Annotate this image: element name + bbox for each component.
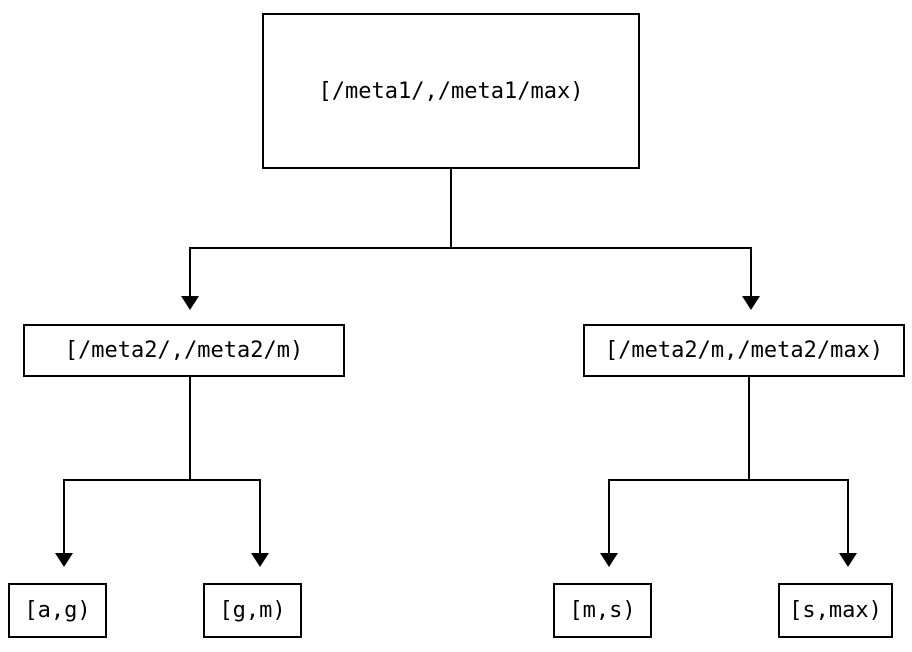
node-leaf-gm-label: [g,m) (219, 598, 286, 623)
connector-meta2-right-stem (748, 377, 750, 481)
node-root-label: [/meta1/,/meta1/max) (318, 78, 584, 104)
node-leaf-gm: [g,m) (203, 583, 302, 638)
node-root: [/meta1/,/meta1/max) (262, 13, 640, 169)
node-leaf-ms-label: [m,s) (569, 598, 636, 623)
connector-drop-leaf-ms (608, 479, 610, 553)
connector-meta2-right-crossbar (608, 479, 849, 481)
node-leaf-smax: [s,max) (778, 583, 893, 638)
connector-drop-leaf-smax (847, 479, 849, 553)
connector-root-stem (450, 169, 452, 248)
arrow-down-icon (742, 296, 760, 310)
connector-drop-meta2-left (189, 247, 191, 296)
connector-meta2-left-stem (189, 377, 191, 481)
connector-drop-leaf-gm (259, 479, 261, 553)
connector-drop-leaf-ag (63, 479, 65, 553)
connector-drop-meta2-right (750, 247, 752, 296)
connector-meta2-left-crossbar (63, 479, 261, 481)
node-leaf-ms: [m,s) (553, 583, 652, 638)
node-meta2-right: [/meta2/m,/meta2/max) (583, 324, 905, 377)
arrow-down-icon (55, 553, 73, 567)
node-leaf-smax-label: [s,max) (789, 598, 882, 623)
arrow-down-icon (600, 553, 618, 567)
arrow-down-icon (251, 553, 269, 567)
arrow-down-icon (181, 296, 199, 310)
connector-root-crossbar (189, 247, 752, 249)
node-meta2-left: [/meta2/,/meta2/m) (23, 324, 345, 377)
node-leaf-ag: [a,g) (8, 583, 107, 638)
node-meta2-left-label: [/meta2/,/meta2/m) (64, 338, 304, 363)
arrow-down-icon (839, 553, 857, 567)
node-leaf-ag-label: [a,g) (24, 598, 91, 623)
node-meta2-right-label: [/meta2/m,/meta2/max) (604, 338, 884, 363)
